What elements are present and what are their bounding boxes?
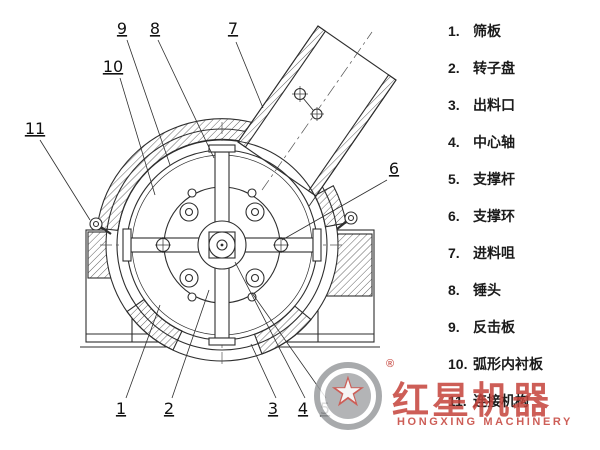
legend-item-number: 4. [448,134,460,150]
brand-logo-icon: ★ ★ [314,362,382,430]
legend-item-label: 中心轴 [473,134,515,150]
legend-item-4: 4. 中心轴 [448,131,598,154]
legend-item-label: 支撑杆 [473,171,515,187]
legend-item-number: 2. [448,60,460,76]
legend-item-6: 6. 支撑环 [448,205,598,228]
callout-label-9: 9 [117,19,127,38]
legend-item-number: 9. [448,319,460,335]
legend-item-number: 11. [448,393,467,409]
callout-label-4: 4 [298,399,308,418]
callout-label-3: 3 [268,399,278,418]
legend-item-number: 6. [448,208,460,224]
legend-item-8: 8. 锤头 [448,279,598,302]
rotor-bolts [179,188,265,302]
legend-item-1: 1. 筛板 [448,20,598,43]
legend-item-9: 9. 反击板 [448,316,598,339]
callout-label-1: 1 [116,399,126,418]
callout-label-6: 6 [389,159,399,178]
legend-item-11: 11. 连接机构 [448,390,598,413]
leader-lines [39,39,388,399]
legend-item-2: 2. 转子盘 [448,57,598,80]
legend-item-label: 进料咀 [473,245,515,261]
feed-chute [237,25,397,207]
legend-item-number: 10. [448,356,468,372]
legend-item-label: 锤头 [473,282,501,298]
crusher-diagram: 9 8 7 10 11 6 1 2 3 4 5 [25,19,399,418]
legend-item-7: 7. 进料咀 [448,242,598,265]
legend-item-label: 弧形内衬板 [473,356,543,372]
legend-item-10: 10. 弧形内衬板 [448,353,598,376]
brand-name-en: HONGXING MACHINERY [397,416,573,428]
logo-disc [325,373,371,419]
legend-item-number: 7. [448,245,460,261]
legend-item-number: 3. [448,97,460,113]
callout-label-8: 8 [150,19,160,38]
callout-label-7: 7 [228,19,238,38]
brand-name: 红星机器 [392,380,552,421]
legend-item-3: 3. 出料口 [448,94,598,117]
callout-label-11: 11 [25,119,45,138]
star-icon: ★ [329,368,367,415]
legend-item-number: 8. [448,282,460,298]
legend-item-label: 筛板 [473,23,501,39]
legend-item-label: 连接机构 [473,393,529,409]
registered-mark: ® [386,358,395,370]
parts-legend: 1. 筛板 2. 转子盘 3. 出料口 4. 中心轴 5. 支撑杆 6. 支撑环 7. 进料咀… [448,20,598,427]
legend-item-number: 5. [448,171,460,187]
legend-item-label: 反击板 [473,319,515,335]
star-icon: ★ [334,374,362,409]
center-hub [197,220,247,270]
legend-item-label: 出料口 [473,97,515,113]
hammer-arms [122,144,322,346]
callout-label-2: 2 [164,399,174,418]
legend-item-label: 转子盘 [473,60,515,76]
callout-label-10: 10 [103,57,123,76]
legend-item-label: 支撑环 [473,208,515,224]
legend-item-5: 5. 支撑杆 [448,168,598,191]
brand-watermark: ★ ★ ® 红星机器 HONGXING MACHINERY [300,350,600,450]
legend-item-number: 1. [448,23,460,39]
eye-bolts [89,211,358,235]
